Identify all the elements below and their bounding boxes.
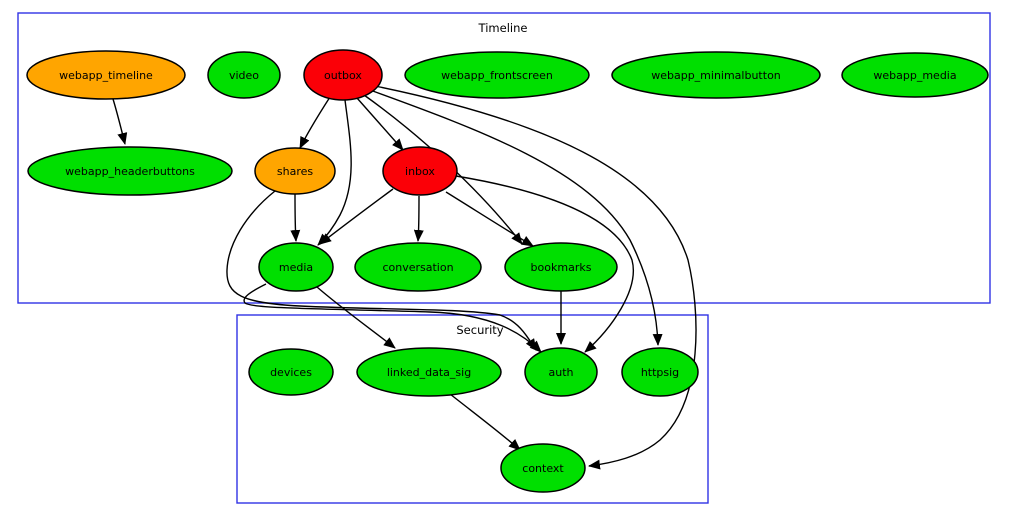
edge-shares-to-auth <box>226 190 537 351</box>
node-inbox: inbox <box>382 146 458 196</box>
cluster-timeline-label: Timeline <box>478 21 528 35</box>
node-webapp_headerbuttons: webapp_headerbuttons <box>27 146 233 196</box>
node-context-label: context <box>522 462 564 475</box>
edge-outbox-to-context <box>374 85 697 470</box>
node-context: context <box>500 443 586 493</box>
node-webapp_frontscreen: webapp_frontscreen <box>404 51 590 99</box>
node-bookmarks-label: bookmarks <box>531 261 592 274</box>
node-webapp_frontscreen-ellipse <box>404 51 590 99</box>
node-outbox-label: outbox <box>324 69 362 82</box>
node-linked_data_sig-ellipse <box>356 347 502 397</box>
node-outbox: outbox <box>303 49 383 101</box>
edge-linked_data_sig-to-context <box>449 393 521 451</box>
node-media: media <box>258 242 334 292</box>
node-video-ellipse <box>207 51 281 99</box>
node-webapp_timeline: webapp_timeline <box>26 50 186 100</box>
node-devices-label: devices <box>270 366 312 379</box>
edge-inbox-to-conversation <box>413 195 424 242</box>
edge-media-to-linked_data_sig <box>316 286 396 349</box>
node-bookmarks: bookmarks <box>504 242 618 292</box>
node-bookmarks-ellipse <box>504 242 618 292</box>
cluster-timeline-border <box>17 12 991 304</box>
node-outbox-ellipse <box>303 49 383 101</box>
node-inbox-label: inbox <box>405 165 435 178</box>
node-webapp_media: webapp_media <box>841 52 989 98</box>
node-webapp_minimalbutton-ellipse <box>611 51 821 99</box>
node-webapp_timeline-label: webapp_timeline <box>59 69 153 82</box>
node-linked_data_sig: linked_data_sig <box>356 347 502 397</box>
node-devices-ellipse <box>248 348 334 396</box>
edge-outbox-to-inbox <box>356 97 404 151</box>
node-webapp_timeline-ellipse <box>26 50 186 100</box>
node-webapp_headerbuttons-label: webapp_headerbuttons <box>65 165 195 178</box>
node-webapp_headerbuttons-ellipse <box>27 146 233 196</box>
node-webapp_media-ellipse <box>841 52 989 98</box>
node-media-label: media <box>279 261 313 274</box>
node-context-ellipse <box>500 443 586 493</box>
node-conversation: conversation <box>354 242 482 292</box>
cluster-security-label: Security <box>456 323 503 337</box>
node-webapp_minimalbutton-label: webapp_minimalbutton <box>651 69 781 82</box>
node-linked_data_sig-label: linked_data_sig <box>387 366 471 379</box>
edge-outbox-to-httpsig <box>369 89 663 346</box>
edge-inbox-to-bookmarks <box>445 191 534 247</box>
node-auth-ellipse <box>524 347 598 397</box>
node-auth: auth <box>524 347 598 397</box>
node-shares: shares <box>254 147 336 195</box>
node-video-label: video <box>229 69 259 82</box>
node-conversation-label: conversation <box>382 261 453 274</box>
node-webapp_frontscreen-label: webapp_frontscreen <box>441 69 553 82</box>
node-httpsig-label: httpsig <box>641 366 679 379</box>
node-inbox-ellipse <box>382 146 458 196</box>
edge-shares-to-media <box>290 193 301 242</box>
edge-inbox-to-auth <box>455 175 634 353</box>
node-httpsig: httpsig <box>621 347 699 397</box>
edge-webapp_timeline-to-webapp_headerbuttons <box>112 98 128 145</box>
node-httpsig-ellipse <box>621 347 699 397</box>
node-shares-ellipse <box>254 147 336 195</box>
node-media-ellipse <box>258 242 334 292</box>
node-auth-label: auth <box>549 366 574 379</box>
cluster-security-border <box>236 314 709 504</box>
node-shares-label: shares <box>277 165 313 178</box>
node-webapp_minimalbutton: webapp_minimalbutton <box>611 51 821 99</box>
edge-outbox-to-shares <box>299 96 331 149</box>
node-devices: devices <box>248 348 334 396</box>
edge-media-to-auth <box>243 283 542 353</box>
node-conversation-ellipse <box>354 242 482 292</box>
node-video: video <box>207 51 281 99</box>
edge-inbox-to-media <box>319 188 394 245</box>
node-webapp_media-label: webapp_media <box>873 69 956 82</box>
